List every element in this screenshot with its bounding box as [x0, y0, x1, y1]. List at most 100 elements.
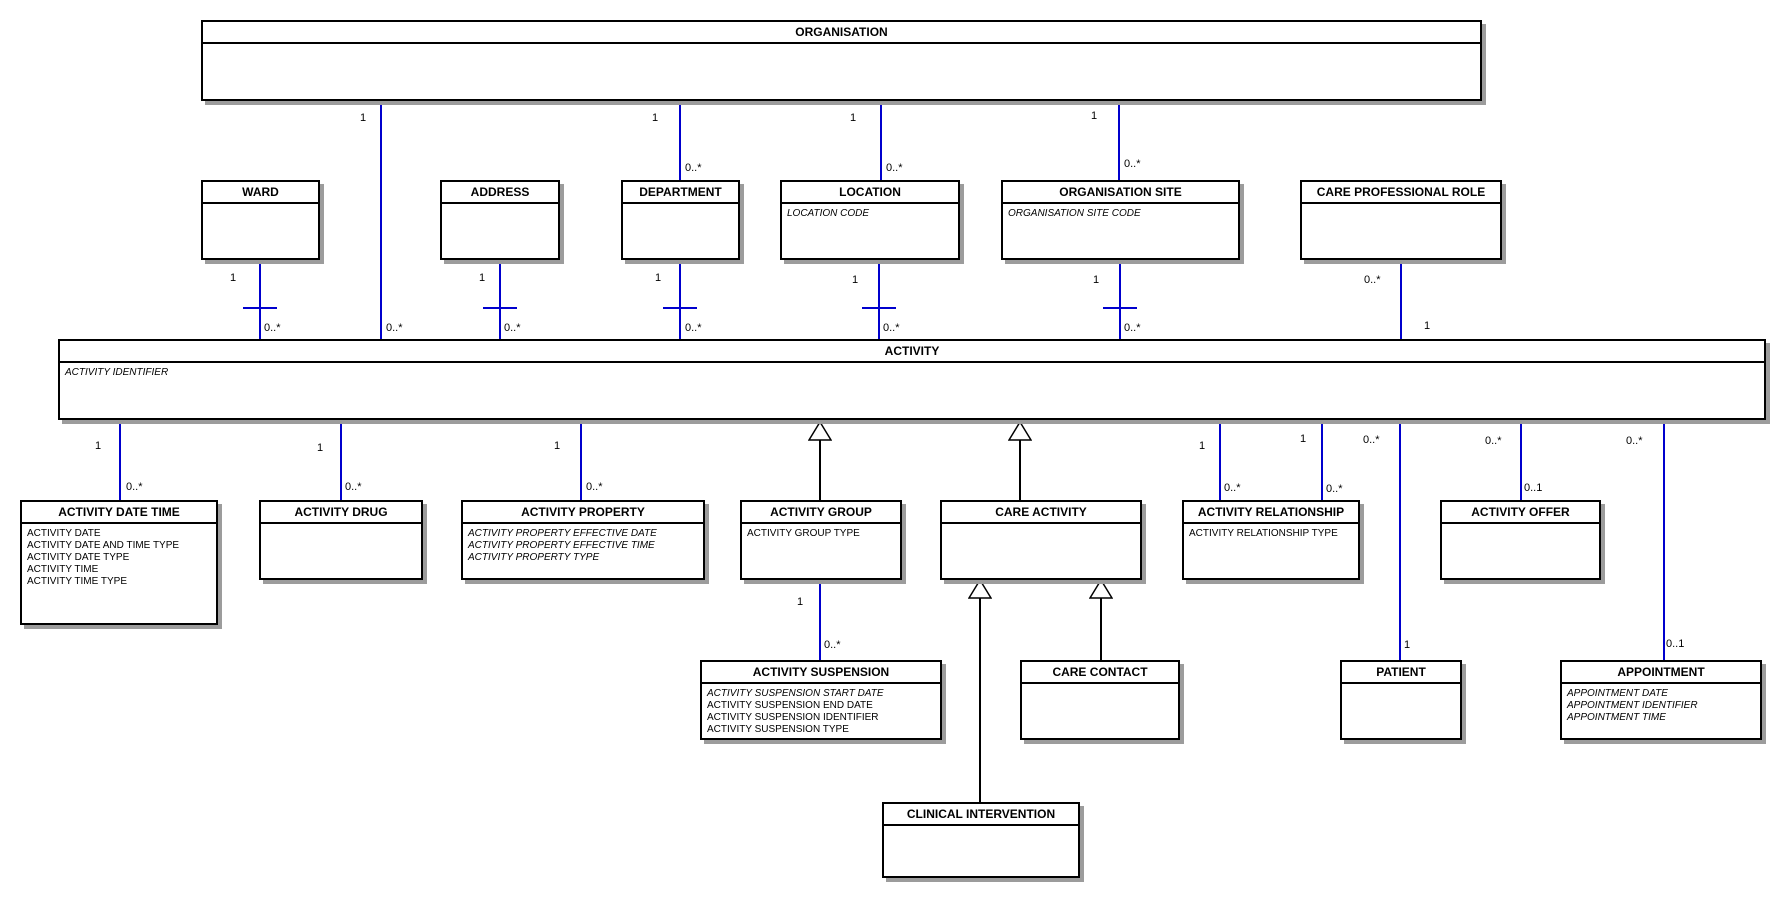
entity-attribute: ACTIVITY DATE AND TIME TYPE [27, 540, 180, 551]
entity-title: ACTIVITY [60, 341, 1764, 363]
cardinality-label: 0..* [264, 322, 281, 334]
relationship-line-ward-activity [259, 260, 261, 339]
entity-activity-group[interactable]: ACTIVITY GROUP ACTIVITY GROUP TYPE [740, 500, 902, 580]
relationship-line-organisation-location [880, 101, 882, 180]
cardinality-label: 1 [95, 440, 102, 452]
relationship-line-organisation-site-activity [1119, 260, 1121, 339]
entity-activity-property[interactable]: ACTIVITY PROPERTY ACTIVITY PROPERTY EFFE… [461, 500, 705, 580]
cardinality-label: 0..* [886, 162, 903, 174]
generalization-line-care-activity-activity [1019, 440, 1021, 500]
entity-title: PATIENT [1342, 662, 1460, 684]
entity-attribute: ACTIVITY IDENTIFIER [65, 367, 169, 378]
cardinality-label: 1 [317, 442, 324, 454]
relationship-line-organisation-activity [380, 101, 382, 339]
relationship-line-organisation-organisation-site [1118, 101, 1120, 180]
entity-title: LOCATION [782, 182, 958, 204]
cardinality-label: 0..* [1364, 274, 1381, 286]
entity-attribute: ACTIVITY RELATIONSHIP TYPE [1189, 528, 1338, 539]
cardinality-label: 0..* [1224, 482, 1241, 494]
entity-title: CARE CONTACT [1022, 662, 1178, 684]
entity-activity-suspension[interactable]: ACTIVITY SUSPENSION ACTIVITY SUSPENSION … [700, 660, 942, 740]
cardinality-label: 1 [797, 596, 804, 608]
entity-patient[interactable]: PATIENT [1340, 660, 1462, 740]
cardinality-label: 0..* [126, 481, 143, 493]
relationship-line-activity-activity-property [580, 420, 582, 500]
entity-title: ORGANISATION SITE [1003, 182, 1238, 204]
relationship-line-activity-activity-date-time [119, 420, 121, 500]
generalization-arrow-icon [808, 421, 832, 441]
cardinality-label: 0..* [1124, 322, 1141, 334]
cardinality-label: 0..* [504, 322, 521, 334]
entity-attribute: ACTIVITY DATE TYPE [27, 552, 130, 563]
entity-care-contact[interactable]: CARE CONTACT [1020, 660, 1180, 740]
entity-activity[interactable]: ACTIVITY ACTIVITY IDENTIFIER [58, 339, 1766, 420]
entity-attribute: ACTIVITY PROPERTY TYPE [468, 552, 600, 563]
entity-attribute: ACTIVITY DATE [27, 528, 101, 539]
entity-title: WARD [203, 182, 318, 204]
entity-title: ORGANISATION [203, 22, 1480, 44]
relationship-line-location-activity [878, 260, 880, 339]
relationship-line-care-professional-role-activity [1400, 260, 1402, 339]
entity-attribute: APPOINTMENT IDENTIFIER [1567, 700, 1698, 711]
relationship-line-activity-group-activity-suspension [819, 580, 821, 660]
relationship-line-activity-patient [1399, 420, 1401, 660]
cardinality-label: 1 [360, 112, 367, 124]
entity-attribute: ACTIVITY PROPERTY EFFECTIVE DATE [468, 528, 657, 539]
relationship-line-department-activity [679, 260, 681, 339]
entity-title: ACTIVITY RELATIONSHIP [1184, 502, 1358, 524]
cardinality-label: 0..1 [1524, 482, 1543, 494]
entity-activity-drug[interactable]: ACTIVITY DRUG [259, 500, 423, 580]
entity-attribute: ACTIVITY SUSPENSION TYPE [707, 724, 849, 735]
entity-title: ACTIVITY DATE TIME [22, 502, 216, 524]
cardinality-label: 1 [1424, 320, 1431, 332]
entity-clinical-intervention[interactable]: CLINICAL INTERVENTION [882, 802, 1080, 878]
entity-attribute: APPOINTMENT TIME [1567, 712, 1666, 723]
entity-activity-relationship[interactable]: ACTIVITY RELATIONSHIP ACTIVITY RELATIONS… [1182, 500, 1360, 580]
relationship-line-organisation-department [679, 101, 681, 180]
cardinality-label: 1 [1404, 639, 1411, 651]
entity-care-professional-role[interactable]: CARE PROFESSIONAL ROLE [1300, 180, 1502, 260]
cardinality-label: 1 [554, 440, 561, 452]
cardinality-label: 1 [1199, 440, 1206, 452]
cardinality-label: 1 [1091, 110, 1098, 122]
cardinality-label: 1 [852, 274, 859, 286]
cardinality-label: 0..* [824, 639, 841, 651]
cardinality-label: 1 [652, 112, 659, 124]
membership-tick [862, 307, 896, 309]
cardinality-label: 0..* [1124, 158, 1141, 170]
relationship-line-activity-activity-relationship-b [1321, 420, 1323, 500]
entity-organisation-site[interactable]: ORGANISATION SITE ORGANISATION SITE CODE [1001, 180, 1240, 260]
entity-care-activity[interactable]: CARE ACTIVITY [940, 500, 1142, 580]
entity-department[interactable]: DEPARTMENT [621, 180, 740, 260]
cardinality-label: 1 [1300, 433, 1307, 445]
entity-title: CARE PROFESSIONAL ROLE [1302, 182, 1500, 204]
entity-title: DEPARTMENT [623, 182, 738, 204]
entity-activity-date-time[interactable]: ACTIVITY DATE TIME ACTIVITY DATE ACTIVIT… [20, 500, 218, 625]
entity-activity-offer[interactable]: ACTIVITY OFFER [1440, 500, 1601, 580]
cardinality-label: 0..* [1363, 434, 1380, 446]
entity-title: APPOINTMENT [1562, 662, 1760, 684]
cardinality-label: 0..* [685, 162, 702, 174]
cardinality-label: 0..* [685, 322, 702, 334]
cardinality-label: 1 [850, 112, 857, 124]
cardinality-label: 0..* [1626, 435, 1643, 447]
cardinality-label: 0..* [386, 322, 403, 334]
entity-appointment[interactable]: APPOINTMENT APPOINTMENT DATE APPOINTMENT… [1560, 660, 1762, 740]
entity-title: ACTIVITY OFFER [1442, 502, 1599, 524]
entity-organisation[interactable]: ORGANISATION [201, 20, 1482, 101]
relationship-line-activity-activity-offer [1520, 420, 1522, 500]
entity-attribute: ORGANISATION SITE CODE [1008, 208, 1141, 219]
generalization-line-activity-group-activity [819, 440, 821, 500]
relationship-line-activity-activity-relationship-a [1219, 420, 1221, 500]
entity-attribute: ACTIVITY SUSPENSION IDENTIFIER [707, 712, 879, 723]
entity-attribute: APPOINTMENT DATE [1567, 688, 1668, 699]
entity-ward[interactable]: WARD [201, 180, 320, 260]
membership-tick [1103, 307, 1137, 309]
cardinality-label: 1 [655, 272, 662, 284]
cardinality-label: 0..* [345, 481, 362, 493]
cardinality-label: 0..* [1485, 435, 1502, 447]
entity-location[interactable]: LOCATION LOCATION CODE [780, 180, 960, 260]
entity-attribute: ACTIVITY SUSPENSION START DATE [707, 688, 884, 699]
entity-address[interactable]: ADDRESS [440, 180, 560, 260]
